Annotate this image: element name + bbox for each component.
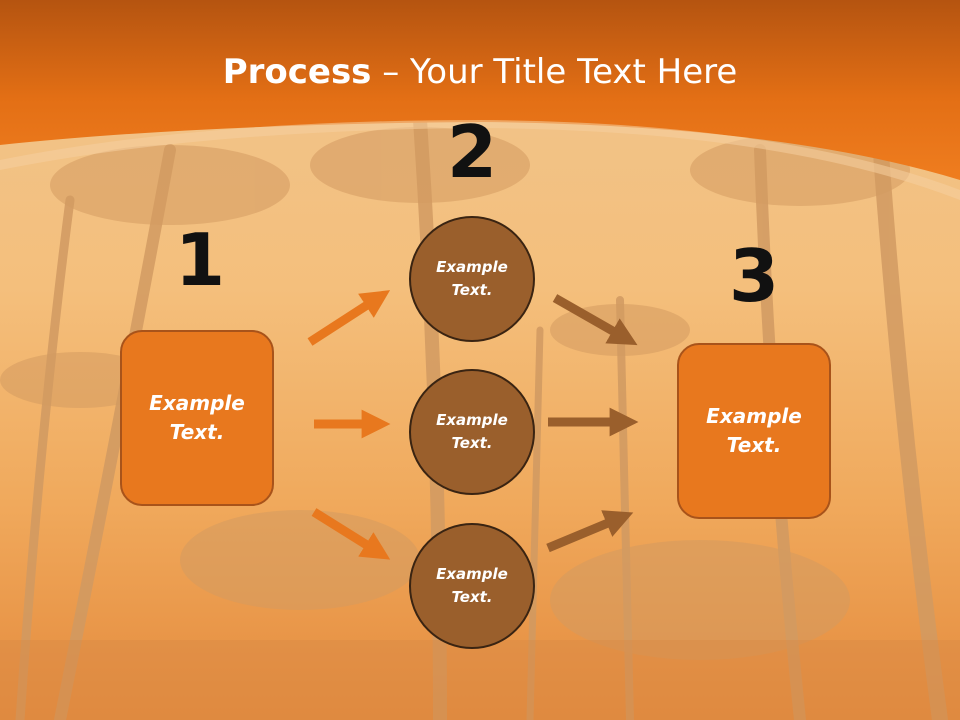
step-number-3: 3 [728,234,780,318]
title-bold: Process [222,52,372,92]
step-number-2: 2 [446,110,498,194]
process-circle-top[interactable]: Example Text. [409,216,535,342]
ground-band [0,640,960,720]
process-circle-bottom-label: Example Text. [436,565,508,606]
header-highlight [0,120,960,200]
arrow-left-to-bottom [311,508,391,560]
process-box-end[interactable]: Example Text. [677,343,831,519]
process-circle-middle[interactable]: Example Text. [409,369,535,495]
arrow-bottom-to-right [546,510,634,553]
arrow-left-to-top [307,290,391,346]
process-box-start-label: Example Text. [149,391,245,444]
step-number-1: 1 [174,218,226,302]
page-title: Process – Your Title Text Here [0,52,960,92]
process-box-start[interactable]: Example Text. [120,330,274,506]
header-band [0,0,960,180]
arrow-top-to-right [552,294,638,346]
process-box-end-label: Example Text. [706,404,802,457]
title-rest: – Your Title Text Here [371,52,738,92]
process-circle-middle-label: Example Text. [436,411,508,452]
process-circle-bottom[interactable]: Example Text. [409,523,535,649]
process-circle-top-label: Example Text. [436,258,508,299]
